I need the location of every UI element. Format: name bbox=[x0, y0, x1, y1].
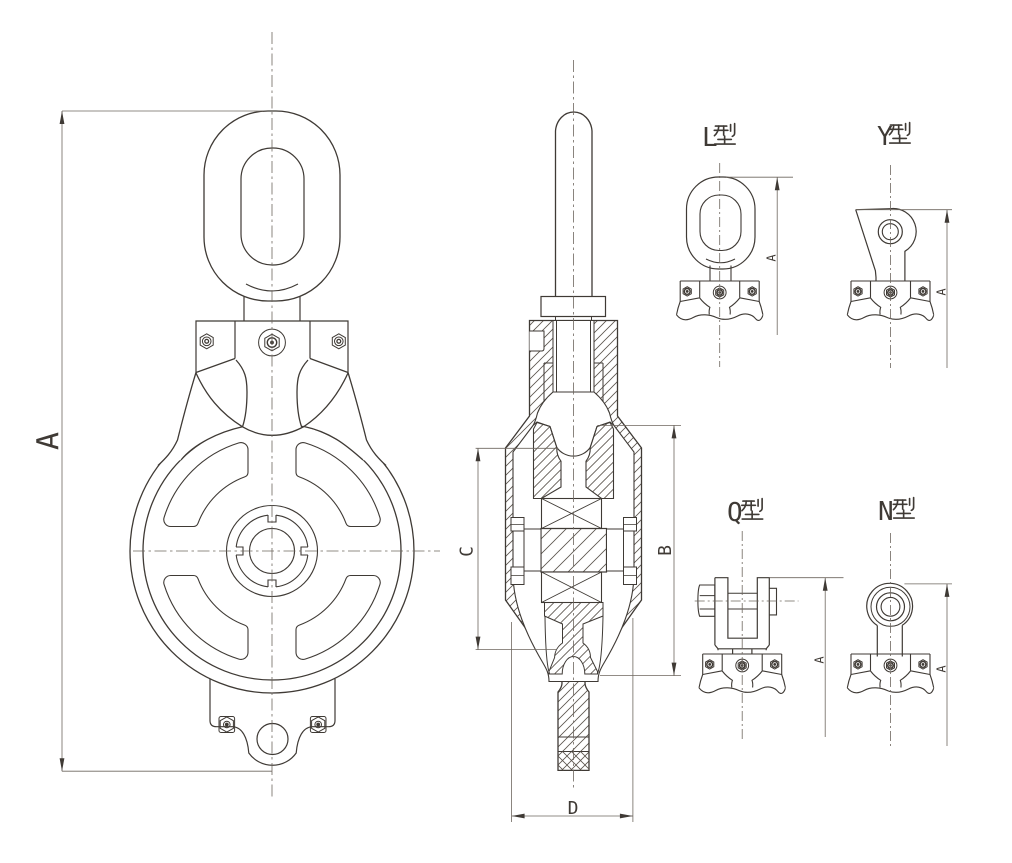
housing-steps bbox=[543, 362, 604, 402]
spacer-guard bbox=[544, 602, 604, 675]
arrow-up-icon bbox=[59, 111, 65, 124]
type-Q-centerlines bbox=[694, 531, 799, 741]
bearing-upper bbox=[540, 497, 603, 530]
type-L-dim-label: A bbox=[765, 254, 779, 262]
dim-C: C bbox=[457, 447, 558, 650]
arrow-down-icon bbox=[59, 758, 65, 772]
body-cover bbox=[158, 318, 386, 464]
type-N-eye bbox=[866, 582, 914, 657]
type-Q-title: Q bbox=[727, 497, 764, 528]
type-N-title: N bbox=[878, 496, 916, 527]
type-Y-letter: Y bbox=[877, 122, 893, 152]
dim-B: B bbox=[597, 425, 681, 676]
type-L-eye bbox=[685, 176, 756, 281]
bracket-bolts bbox=[218, 716, 327, 733]
dim-D: D bbox=[511, 618, 634, 822]
type-Q-dim-label: A bbox=[813, 656, 827, 664]
axle-flanges bbox=[510, 517, 637, 585]
dim-label-D: D bbox=[568, 798, 579, 819]
type-N-dim: A bbox=[904, 583, 952, 746]
section-view: B C D bbox=[457, 60, 681, 822]
front-centerlines bbox=[133, 32, 440, 800]
type-L-dim: A bbox=[726, 176, 793, 335]
type-view-N: N A bbox=[846, 496, 952, 746]
sheave-upper bbox=[532, 421, 615, 500]
type-view-Q: Q A bbox=[694, 497, 844, 741]
type-view-Y: Y A bbox=[846, 121, 952, 368]
type-N-xing bbox=[892, 496, 916, 519]
type-Y-dim: A bbox=[855, 209, 952, 368]
type-Q-letter: Q bbox=[727, 498, 743, 528]
dim-label-B: B bbox=[655, 545, 676, 556]
type-Q-dim: A bbox=[769, 577, 844, 737]
wheel-slots bbox=[163, 442, 381, 660]
sheave-lower-walls bbox=[544, 616, 604, 674]
type-N-letter: N bbox=[878, 497, 894, 527]
type-L-title: L bbox=[702, 122, 737, 153]
type-Y-dim-label: A bbox=[935, 288, 949, 296]
type-Y-title: Y bbox=[877, 121, 912, 152]
dim-label-A: A bbox=[32, 432, 67, 450]
type-Q-clevis bbox=[697, 577, 778, 654]
dim-label-C: C bbox=[457, 546, 478, 557]
bottom-bracket bbox=[209, 678, 336, 766]
type-L-letter: L bbox=[702, 123, 718, 153]
body-outline bbox=[157, 359, 387, 466]
type-N-dim-label: A bbox=[935, 665, 949, 673]
front-view: A bbox=[32, 32, 440, 800]
type-Y-lug bbox=[855, 207, 917, 281]
type-Q-xing bbox=[740, 497, 764, 520]
bearing-lower bbox=[540, 571, 603, 604]
type-view-L: L A bbox=[675, 122, 793, 367]
dim-A: A bbox=[32, 110, 272, 772]
